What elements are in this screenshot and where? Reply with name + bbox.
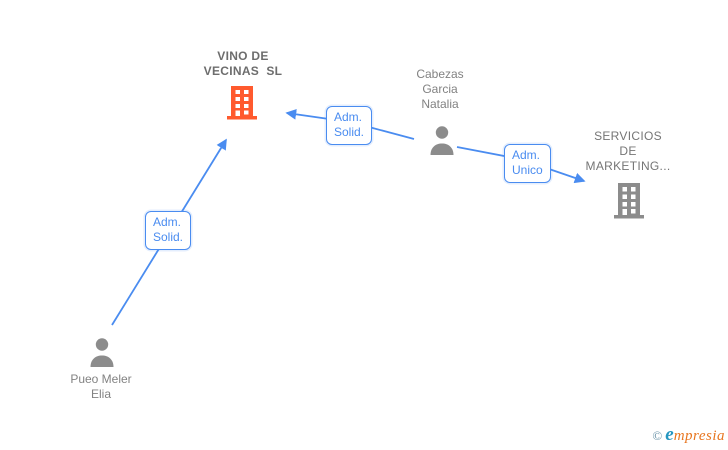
empresia-logo[interactable]: ©empresia (652, 424, 725, 446)
node-label-cabezas-garcia-natalia[interactable]: Cabezas Garcia Natalia (416, 67, 464, 111)
building-icon[interactable] (611, 181, 647, 219)
node-label-pueo-meler-elia[interactable]: Pueo Meler Elia (70, 372, 132, 401)
building-icon[interactable] (224, 85, 260, 120)
logo-initial: e (665, 424, 674, 445)
edge-label-adm-solid-pueo: Adm. Solid. (145, 211, 192, 250)
edge-label-adm-unico: Adm. Unico (504, 144, 551, 183)
copyright-symbol: © (652, 428, 663, 443)
node-label-vino-de-vecinas[interactable]: VINO DE VECINAS SL (203, 49, 283, 78)
person-icon[interactable] (86, 336, 118, 368)
person-icon[interactable] (426, 124, 458, 156)
edge-label-adm-solid-cabezas: Adm. Solid. (326, 106, 373, 145)
node-label-servicios-de-marketing[interactable]: SERVICIOS DE MARKETING... (585, 129, 671, 173)
logo-text: mpresia (673, 428, 725, 444)
